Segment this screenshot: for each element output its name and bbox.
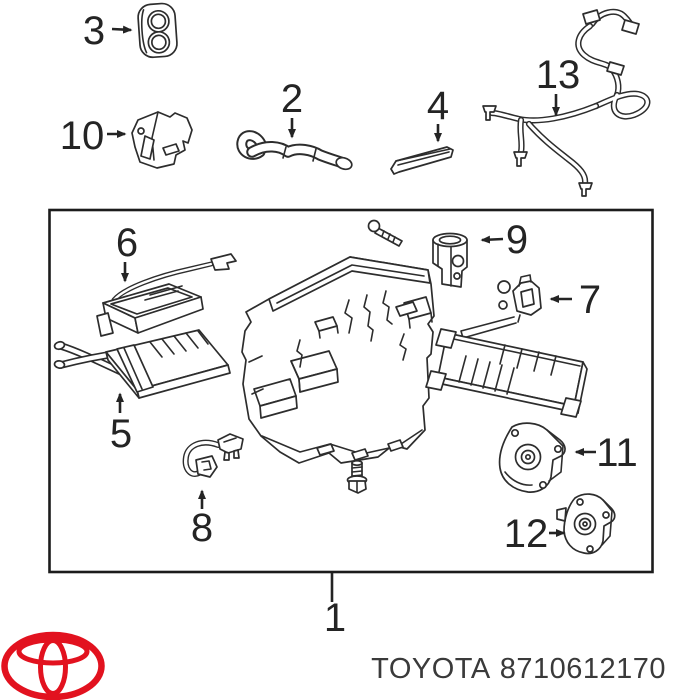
part-2-hose (236, 130, 353, 171)
callout-13-label: 13 (536, 53, 581, 97)
part-8-sensor-pigtail (182, 433, 244, 478)
callout-7: 7 (549, 278, 601, 322)
mounting-screw-icon (346, 459, 368, 494)
callout-2-label: 2 (281, 77, 303, 121)
callout-8: 8 (191, 489, 213, 550)
footer-brand: TOYOTA (371, 653, 491, 685)
toyota-logo-vertical-ring (38, 638, 68, 696)
part-11-servo-motor (498, 422, 566, 493)
callout-7-label: 7 (579, 278, 601, 322)
callout-4: 4 (427, 84, 449, 143)
part-4-packing-strip (390, 146, 454, 175)
toyota-logo-horizontal-ring (16, 637, 90, 666)
callout-6: 6 (116, 221, 138, 283)
toyota-logo-outer-ring (1, 631, 105, 700)
callout-4-label: 4 (427, 84, 449, 128)
callout-5: 5 (110, 392, 132, 456)
footer-text: TOYOTA 8710612170 (371, 653, 666, 685)
part-10-bracket (131, 111, 193, 169)
toyota-logo-icon (1, 631, 105, 700)
part-7-evaporator (425, 274, 588, 418)
callout-12: 12 (504, 512, 566, 556)
callout-5-label: 5 (110, 412, 132, 456)
callout-9-label: 9 (506, 218, 528, 262)
callout-11: 11 (574, 431, 638, 475)
callout-3: 3 (83, 9, 133, 53)
callout-2: 2 (281, 77, 303, 139)
callout-11-label: 11 (596, 431, 638, 475)
callout-6-label: 6 (116, 221, 138, 265)
part-5-heater-core (53, 329, 231, 399)
part-1-hvac-housing (241, 256, 435, 464)
callout-12-label: 12 (504, 512, 549, 556)
part-3-grommet (137, 2, 178, 59)
part-9-expansion-valve (432, 232, 468, 288)
mounting-bolt-icon (367, 219, 403, 247)
part-6-cover (96, 253, 237, 337)
callout-10-label: 10 (60, 114, 105, 158)
callout-1-label: 1 (324, 596, 346, 640)
footer-part-number: 8710612170 (500, 653, 666, 685)
callout-9: 9 (480, 218, 528, 262)
part-13-wiring-harness (482, 8, 651, 197)
callout-3-label: 3 (83, 9, 105, 53)
callout-10: 10 (60, 114, 127, 158)
part-12-servo-motor (556, 493, 616, 555)
callout-8-label: 8 (191, 506, 213, 550)
callout-13: 13 (536, 53, 581, 117)
callout-1: 1 (324, 573, 346, 640)
